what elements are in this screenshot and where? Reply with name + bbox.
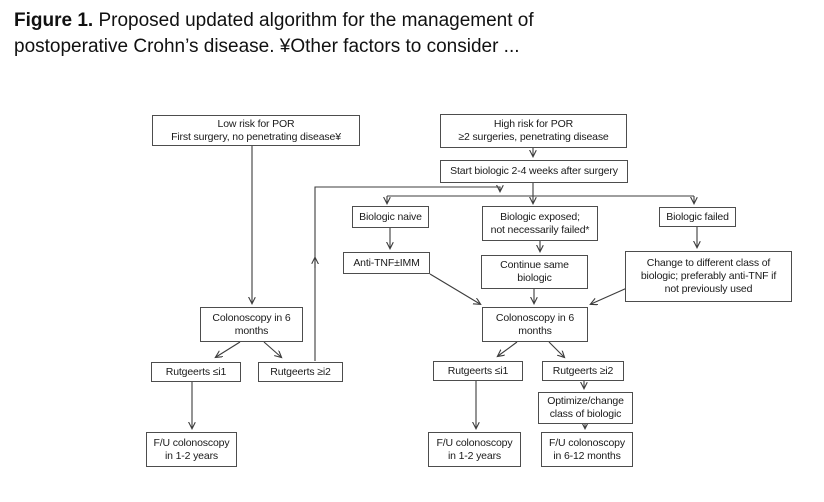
figure-caption: Figure 1. Proposed updated algorithm for…: [14, 8, 654, 60]
arrow-antitnf-colonoscopy: [429, 273, 480, 304]
node-high-risk: High risk for POR ≥2 surgeries, penetrat…: [440, 114, 627, 148]
node-fu-colonoscopy-right: F/U colonoscopy in 6-12 months: [541, 432, 633, 467]
arrow-colonoscopyright-le: [498, 341, 518, 356]
arrow-colonoscopyleft-ge: [263, 341, 281, 357]
arrow-changeclass-colonoscopy: [591, 287, 628, 304]
node-biologic-failed: Biologic failed: [659, 207, 736, 227]
figure-caption-text-line2: postoperative Crohn’s disease. ¥Other fa…: [14, 36, 520, 58]
node-fu-colonoscopy-left: F/U colonoscopy in 1-2 years: [146, 432, 237, 467]
node-rutgeerts-ge-i2-left: Rutgeerts ≥i2: [258, 362, 343, 382]
arrow-colonoscopyleft-le: [216, 341, 241, 357]
feedback-loop-line: [314, 187, 500, 361]
node-low-risk: Low risk for POR First surgery, no penet…: [152, 115, 360, 146]
node-anti-tnf: Anti-TNF±IMM: [343, 252, 430, 274]
node-start-biologic: Start biologic 2-4 weeks after surgery: [440, 160, 628, 183]
figure-caption-text-line1: Proposed updated algorithm for the manag…: [98, 10, 534, 31]
node-rutgeerts-ge-i2-right: Rutgeerts ≥i2: [542, 361, 624, 381]
node-biologic-naive: Biologic naive: [352, 206, 429, 228]
node-colonoscopy-left: Colonoscopy in 6 months: [200, 307, 303, 342]
node-biologic-exposed: Biologic exposed; not necessarily failed…: [482, 206, 598, 241]
arrow-colonoscopyright-ge: [548, 341, 564, 357]
node-colonoscopy-right: Colonoscopy in 6 months: [482, 307, 588, 342]
figure-caption-label: Figure 1.: [14, 10, 94, 31]
node-rutgeerts-le-i1-left: Rutgeerts ≤i1: [151, 362, 241, 382]
node-optimize-change-class: Optimize/change class of biologic: [538, 392, 633, 424]
node-fu-colonoscopy-mid: F/U colonoscopy in 1-2 years: [428, 432, 521, 467]
node-continue-same-biologic: Continue same biologic: [481, 255, 588, 289]
node-rutgeerts-le-i1-right: Rutgeerts ≤i1: [433, 361, 523, 381]
node-change-biologic-class: Change to different class of biologic; p…: [625, 251, 792, 302]
